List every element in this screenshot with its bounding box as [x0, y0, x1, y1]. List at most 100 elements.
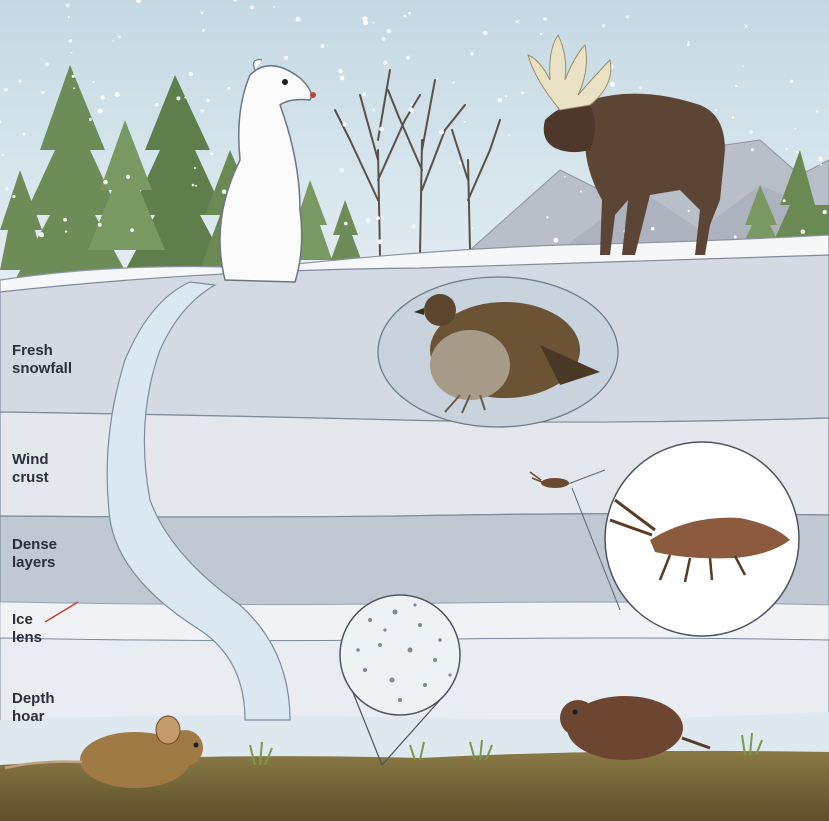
- snowflake: [521, 91, 524, 94]
- snowflake: [363, 93, 367, 97]
- snowflake: [340, 168, 344, 172]
- snowflake: [580, 191, 582, 193]
- snowflake: [543, 17, 546, 20]
- label-wind-crust-line2: crust: [12, 469, 49, 487]
- label-depth-hoar-line2: hoar: [12, 708, 55, 726]
- snowflake: [820, 164, 822, 166]
- snowflake: [378, 239, 383, 244]
- snowflake: [796, 151, 799, 154]
- snowflake: [751, 148, 754, 151]
- snowflake: [201, 109, 204, 112]
- snowflake: [68, 16, 70, 18]
- snowflake: [410, 104, 412, 106]
- label-fresh-snowfall: Fresh snowfall: [12, 342, 72, 378]
- label-fresh-snowfall-line2: snowfall: [12, 360, 72, 378]
- snowflake: [651, 227, 655, 231]
- snowflake: [412, 225, 416, 229]
- snowflake: [338, 69, 342, 73]
- label-ice-lens-line1: Ice: [12, 611, 42, 629]
- snowflake: [540, 33, 542, 35]
- snowflake: [508, 134, 510, 136]
- snow-grain-magnifier: [340, 595, 460, 715]
- snowflake: [505, 95, 507, 97]
- snowflake: [564, 176, 566, 178]
- snowflake: [381, 215, 383, 217]
- snowflake: [498, 98, 502, 102]
- snowflake: [406, 139, 408, 141]
- snowflake: [823, 210, 827, 214]
- snowflake: [155, 103, 159, 107]
- snowflake: [73, 87, 75, 89]
- snowflake: [65, 230, 67, 232]
- snowflake: [816, 110, 818, 112]
- snowflake: [176, 96, 180, 100]
- snowflake: [403, 15, 406, 18]
- snowflake: [2, 154, 4, 156]
- label-wind-crust-line1: Wind: [12, 451, 49, 469]
- snowflake: [184, 97, 186, 99]
- snowflake: [372, 109, 375, 112]
- snowflake: [516, 20, 519, 23]
- snowflake: [464, 121, 466, 123]
- snowflake: [382, 37, 385, 40]
- snowflake: [452, 82, 454, 84]
- snowflake: [66, 4, 70, 8]
- snowflake: [39, 232, 44, 237]
- snowflake: [735, 85, 737, 87]
- snowflake: [732, 117, 734, 119]
- snowflake: [189, 72, 193, 76]
- snowflake: [5, 188, 8, 191]
- snowflake: [98, 223, 102, 227]
- snowflake: [195, 185, 197, 187]
- snowflake: [63, 218, 67, 222]
- snowflake: [89, 118, 92, 121]
- label-wind-crust: Wind crust: [12, 451, 49, 487]
- snowflake: [92, 81, 94, 83]
- snowflake: [344, 222, 348, 226]
- snowflake: [546, 216, 548, 218]
- snowflake: [362, 16, 367, 21]
- snowflake: [783, 199, 786, 202]
- snowflake: [228, 87, 231, 90]
- snowflake: [383, 61, 387, 65]
- snowflake: [12, 195, 15, 198]
- label-dense-layers: Dense layers: [12, 536, 57, 572]
- snowflake: [688, 41, 690, 43]
- label-fresh-snowfall-line1: Fresh: [12, 342, 72, 360]
- snowflake: [483, 31, 487, 35]
- snowflake: [387, 29, 391, 33]
- snowflake: [734, 236, 737, 239]
- snowflake: [687, 43, 690, 46]
- snowflake: [610, 82, 615, 87]
- snowflake: [406, 56, 410, 60]
- snowflake: [113, 40, 115, 42]
- snowflake: [321, 44, 325, 48]
- snowflake: [408, 12, 411, 15]
- snowflake: [376, 216, 380, 220]
- snowflake: [284, 56, 288, 60]
- snowflake: [437, 78, 439, 80]
- snowflake: [130, 228, 134, 232]
- snowflake: [41, 91, 44, 94]
- snowflake: [343, 122, 347, 126]
- label-ice-lens-line2: lens: [12, 629, 42, 647]
- snowflake: [69, 39, 72, 42]
- label-dense-layers-line1: Dense: [12, 536, 57, 554]
- snowflake: [688, 210, 690, 212]
- snowflake: [366, 219, 370, 223]
- snowflake: [19, 80, 22, 83]
- snowflake: [45, 62, 48, 65]
- snowflake: [472, 228, 474, 230]
- snowflake: [273, 6, 275, 8]
- snowflake: [410, 109, 414, 113]
- snowflake: [210, 152, 213, 155]
- snowflake: [373, 22, 375, 24]
- snowflake: [70, 52, 72, 54]
- snowflake: [103, 180, 108, 185]
- snowflake: [602, 24, 605, 27]
- snowflake: [296, 17, 301, 22]
- snowflake: [554, 238, 559, 243]
- snowflake: [626, 15, 629, 18]
- snowflake: [439, 130, 444, 135]
